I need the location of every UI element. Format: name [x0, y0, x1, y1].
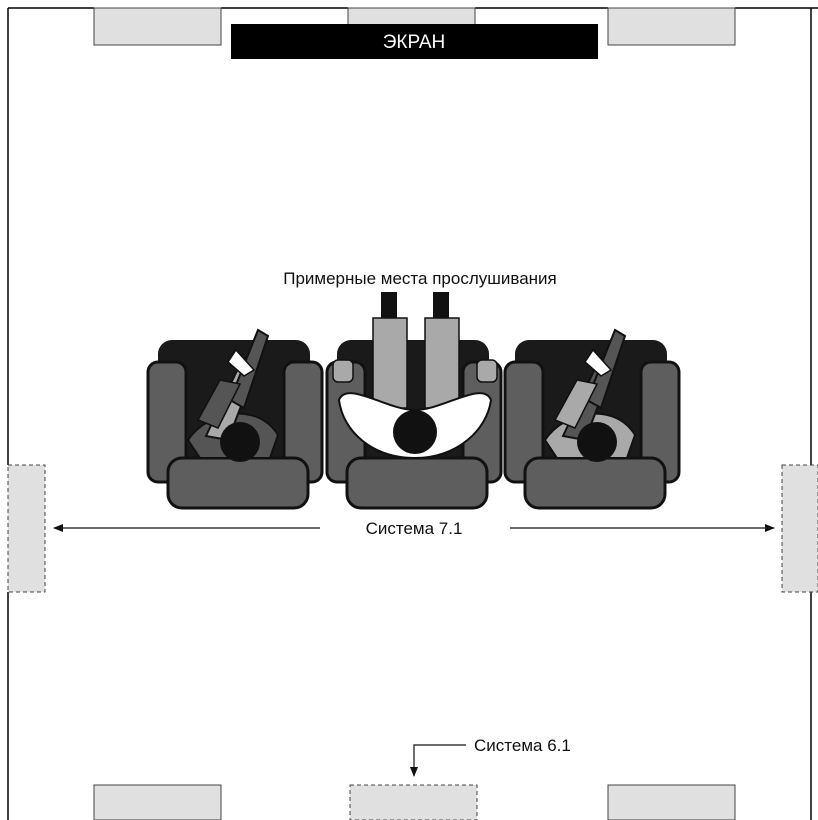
person-center	[332, 292, 498, 460]
person-left	[186, 328, 280, 462]
arrow-61	[410, 744, 466, 777]
front-right-speaker	[607, 7, 736, 46]
armchair-left	[146, 328, 324, 510]
room-walls	[7, 7, 818, 820]
screen	[231, 24, 598, 59]
front-left-speaker	[93, 7, 222, 46]
person-center-head	[393, 410, 437, 454]
rear-left-speaker	[93, 784, 222, 820]
person-right-head	[577, 422, 617, 462]
rear-right-speaker	[607, 784, 736, 820]
person-left-head	[220, 422, 260, 462]
listening-positions-label: Примерные места прослушивания	[283, 269, 557, 288]
person-right	[543, 328, 637, 462]
rear-center-speaker	[349, 784, 478, 820]
side-left-speaker	[7, 464, 46, 593]
armchair-right	[503, 328, 681, 510]
system-61-label: Система 6.1	[474, 736, 571, 755]
side-right-speaker	[781, 464, 818, 593]
system-71-label: Система 7.1	[366, 519, 463, 538]
armchair-center	[325, 292, 503, 510]
front-center-speaker	[347, 7, 476, 27]
screen-label: ЭКРАН	[383, 32, 446, 53]
